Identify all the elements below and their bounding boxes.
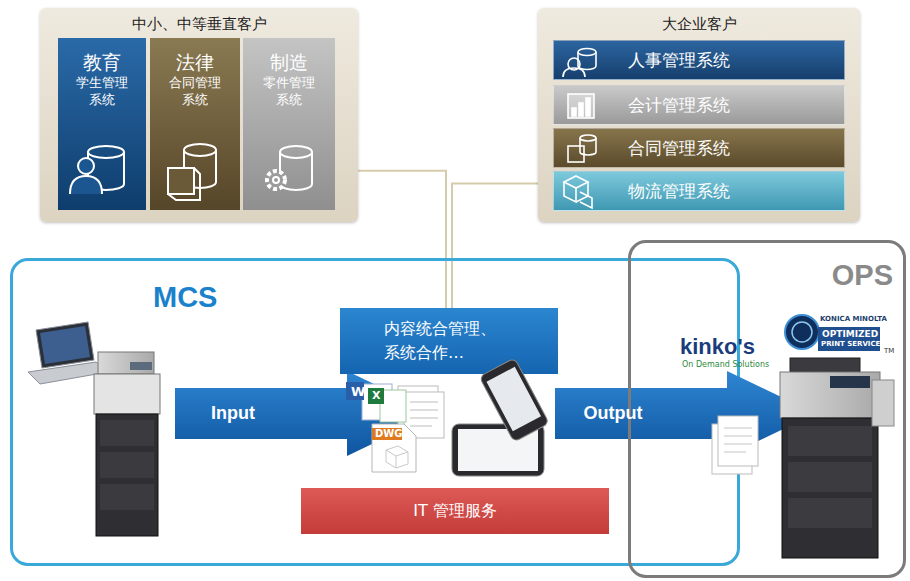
band-label: 物流管理系统: [628, 180, 730, 203]
column-body: 学生管理系统: [74, 74, 130, 108]
column-heading: 法律: [176, 50, 214, 74]
system-band: 会计管理系统: [553, 85, 845, 125]
multifunction-printer: [780, 358, 894, 558]
box-label: 内容统合管理、 系统合作…: [384, 317, 514, 365]
band-label: 合同管理系统: [628, 137, 730, 160]
flow-arrow: Output: [555, 371, 816, 456]
logo-text: X: [372, 390, 380, 401]
person-db-icon: [70, 146, 124, 194]
column-body: 零件管理系统: [261, 74, 317, 108]
logo-text: kinko's: [680, 336, 755, 358]
customer-panel: 中小、中等垂直客户教育学生管理系统法律合同管理系统制造零件管理系统: [40, 8, 358, 222]
logo-text: KONICA MINOLTA: [820, 316, 887, 323]
logo-text: On Demand Solutions: [682, 361, 769, 369]
logo-text: TM: [884, 348, 894, 355]
gear-db-icon: [267, 146, 312, 190]
column-heading: 制造: [270, 50, 308, 74]
multifunction-printer: [94, 352, 160, 536]
logo-text: OPTIMIZED: [822, 330, 878, 339]
system-column: 教育学生管理系统: [58, 38, 146, 210]
arrow-label: Input: [211, 403, 255, 424]
output-papers: [712, 416, 758, 474]
column-body: 合同管理系统: [167, 74, 223, 108]
column-heading: 教育: [83, 50, 121, 74]
band-label: 会计管理系统: [628, 94, 730, 117]
region-title: OPS: [832, 259, 893, 291]
service-box: 内容统合管理、 系统合作…: [340, 308, 558, 374]
customer-panel: 大企业客户人事管理系统会计管理系统合同管理系统物流管理系统: [538, 8, 860, 222]
service-box: IT 管理服务: [301, 488, 609, 534]
connector-line: [358, 171, 446, 308]
laptop: [28, 322, 108, 384]
document-icons: [346, 358, 549, 476]
box-label: IT 管理服务: [413, 499, 497, 523]
book-db-icon: [168, 144, 216, 200]
system-band: 人事管理系统: [553, 40, 845, 80]
flow-arrow: Input: [175, 371, 436, 456]
region-title: MCS: [153, 281, 217, 313]
logo-text: PRINT SERVICES: [821, 341, 885, 348]
panel-title: 大企业客户: [538, 8, 860, 33]
system-column: 法律合同管理系统: [150, 38, 240, 210]
connector-line: [452, 183, 538, 308]
logo-text: W: [351, 385, 365, 398]
band-icons: [563, 49, 596, 209]
band-label: 人事管理系统: [628, 49, 730, 72]
panel-title: 中小、中等垂直客户: [40, 8, 358, 33]
system-column: 制造零件管理系统: [243, 38, 335, 210]
logo-text: DWG: [375, 429, 403, 439]
system-band: 物流管理系统: [553, 171, 845, 211]
arrow-label: Output: [583, 403, 642, 424]
system-band: 合同管理系统: [553, 128, 845, 168]
service-region: OPS: [628, 240, 906, 578]
